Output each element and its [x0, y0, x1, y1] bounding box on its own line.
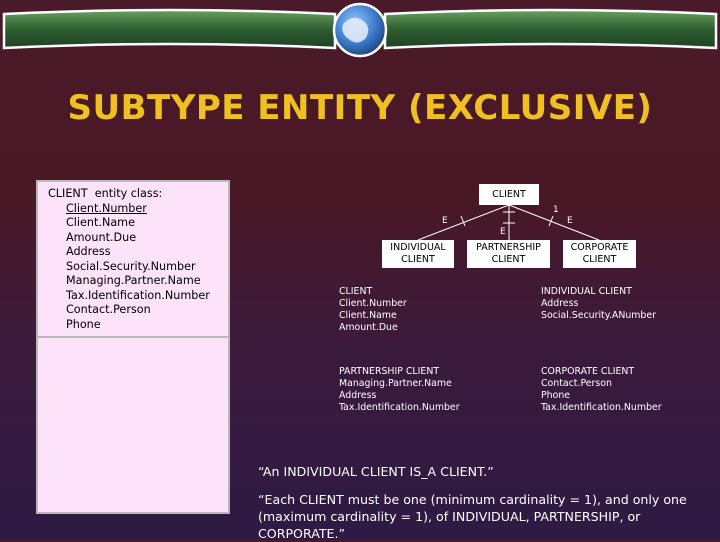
client-list-item: Client.Name [339, 310, 397, 321]
exclusive-mark-left: E [442, 216, 448, 226]
attribute-social-security-number: Social.Security.Number [66, 259, 196, 273]
attribute-phone: Phone [66, 317, 101, 331]
client-supertype-box: CLIENT [479, 184, 539, 205]
client-attribute-list: CLIENT Client.Number Client.Name Amount.… [339, 286, 407, 334]
individual-client-label-line2: CLIENT [401, 254, 435, 265]
partnership-client-label-line2: CLIENT [491, 254, 526, 265]
partnership-client-box: PARTNERSHIP CLIENT [467, 240, 550, 268]
corporate-list-heading: CORPORATE CLIENT [541, 366, 635, 377]
attribute-client-name: Client.Name [66, 216, 135, 229]
individual-list-item: Address [541, 298, 579, 309]
corporate-list-item: Contact.Person [541, 378, 612, 389]
exclusive-bar-right [548, 215, 554, 227]
entity-class-heading: CLIENT entity class: [48, 187, 163, 200]
corporate-attribute-list: CORPORATE CLIENT Contact.Person Phone Ta… [541, 366, 662, 414]
individual-list-heading: INDIVIDUAL CLIENT [541, 286, 632, 297]
partnership-list-heading: PARTNERSHIP CLIENT [339, 366, 440, 377]
individual-client-box: INDIVIDUAL CLIENT [382, 240, 454, 268]
attribute-client-number: Client.Number [66, 201, 147, 215]
partnership-list-item: Address [339, 390, 377, 401]
isa-note: “An INDIVIDUAL CLIENT IS_A CLIENT.” [258, 464, 494, 479]
client-entity-panel: CLIENT entity class: Client.Number Clien… [36, 180, 230, 514]
cardinality-note: “Each CLIENT must be one (minimum cardin… [258, 492, 687, 541]
corporate-list-item: Tax.Identification.Number [541, 402, 662, 413]
individual-list-item: Social.Security.ANumber [541, 310, 656, 321]
attribute-address: Address [66, 245, 111, 258]
corporate-client-label-line2: CLIENT [582, 254, 617, 265]
individual-client-label-line1: INDIVIDUAL [390, 242, 446, 253]
corporate-list-item: Phone [541, 390, 571, 401]
partnership-list-item: Managing.Partner.Name [339, 378, 452, 389]
partnership-attribute-list: PARTNERSHIP CLIENT Managing.Partner.Name… [339, 366, 460, 414]
attribute-amount-due: Amount.Due [66, 230, 137, 244]
individual-attribute-list: INDIVIDUAL CLIENT Address Social.Securit… [541, 286, 656, 322]
partnership-list-item: Tax.Identification.Number [339, 402, 460, 413]
partnership-client-label-line1: PARTNERSHIP [476, 242, 541, 253]
cardinality-one-mark: 1 [553, 205, 559, 215]
header-banner [2, 2, 718, 58]
attribute-managing-partner-name: Managing.Partner.Name [66, 274, 201, 287]
exclusive-bar-left [460, 215, 466, 227]
banner-right-strip [383, 8, 718, 50]
slide-title: SUBTYPE ENTITY (EXCLUSIVE) [67, 88, 653, 128]
banner-left-strip [2, 8, 337, 50]
attribute-contact-person: Contact.Person [66, 303, 151, 316]
client-list-item: Amount.Due [339, 322, 398, 333]
corporate-client-box: CORPORATE CLIENT [563, 240, 636, 268]
client-list-item: Client.Number [339, 298, 407, 309]
panel-divider [38, 336, 228, 338]
client-list-heading: CLIENT [339, 286, 373, 297]
corporate-client-label-line1: CORPORATE [570, 242, 629, 253]
client-entity-text: CLIENT entity class: Client.Number Clien… [48, 187, 210, 332]
globe-icon [332, 2, 388, 58]
attribute-tax-identification-number: Tax.Identification.Number [66, 288, 210, 302]
client-supertype-label: CLIENT [492, 188, 526, 200]
connector-to-individual [417, 204, 510, 241]
exclusive-mark-right: E [567, 216, 573, 226]
exclusive-mark-middle: E [500, 227, 506, 237]
